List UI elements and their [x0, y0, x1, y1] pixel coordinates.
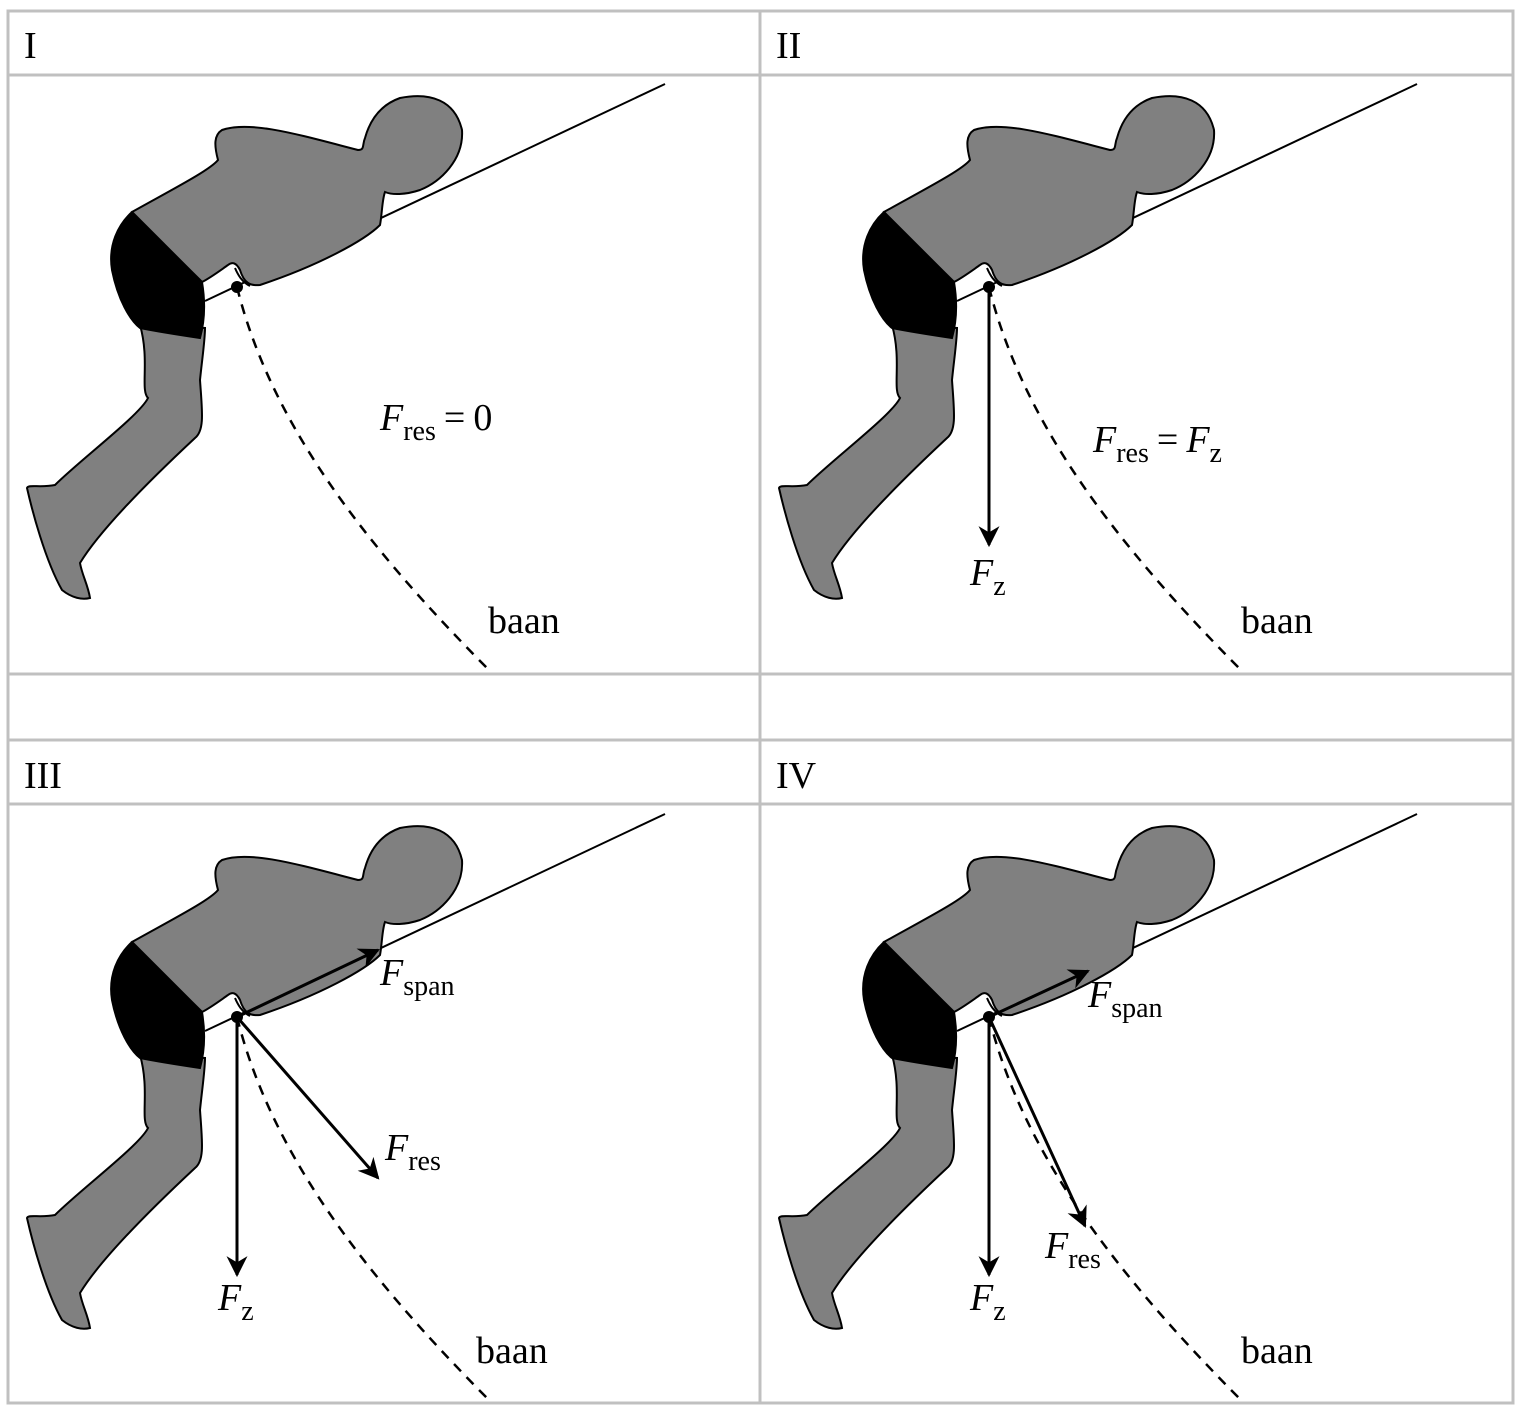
- panel-label: IV: [776, 755, 817, 797]
- path-label: baan: [488, 600, 560, 642]
- gravity-label: Fz: [969, 552, 1006, 602]
- skater-figure: [777, 812, 1419, 1400]
- panel-iii: III Fz Fspan Fres baan: [24, 755, 667, 1400]
- resultant-label: Fres: [384, 1127, 441, 1177]
- panel-label: I: [24, 25, 37, 67]
- panel-i: I baan Fres=0: [24, 25, 667, 670]
- tension-label: Fspan: [1087, 974, 1163, 1024]
- resultant-equation: Fres=Fz: [1092, 419, 1222, 469]
- resultant-label: Fres: [1044, 1225, 1101, 1275]
- panel-label: III: [24, 755, 62, 797]
- path-label: baan: [1241, 600, 1313, 642]
- resultant-vector: [987, 1016, 1087, 1228]
- table-borders: [6, 9, 1515, 1405]
- panel-ii: II Fz baan Fres=Fz: [776, 25, 1419, 670]
- panel-iv: IV Fz Fspan Fres baan: [776, 755, 1419, 1400]
- path-label: baan: [1241, 1330, 1313, 1372]
- skater-figure: [25, 82, 667, 670]
- tension-vector: [236, 948, 380, 1019]
- resultant-vector: [235, 1016, 380, 1180]
- skater-figure: [25, 812, 667, 1400]
- skater-figure: [777, 82, 1419, 670]
- gravity-label: Fz: [217, 1277, 254, 1327]
- tension-vector: [988, 969, 1090, 1019]
- panel-label: II: [776, 25, 801, 67]
- gravity-label: Fz: [969, 1277, 1006, 1327]
- path-label: baan: [476, 1330, 548, 1372]
- tension-label: Fspan: [379, 952, 455, 1002]
- resultant-equation: Fres=0: [379, 397, 492, 447]
